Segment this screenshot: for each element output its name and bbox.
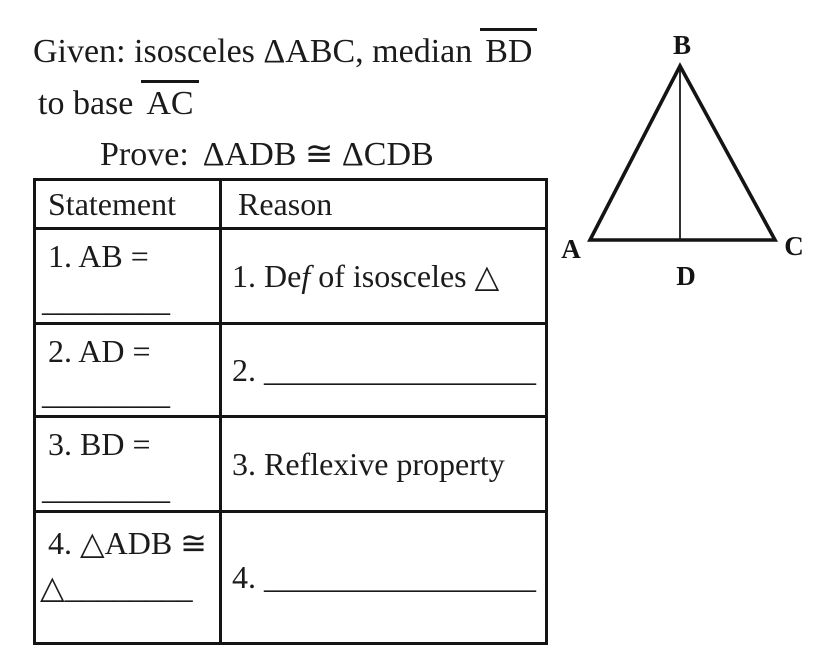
statement-cell-1: 1. AB = ________ — [36, 230, 219, 322]
segment-ac-overline: AC — [141, 80, 199, 124]
statement-column-header: Statement — [36, 181, 219, 227]
reason-cell-2: 2. _________________ — [222, 325, 545, 415]
vertex-label-a: A — [561, 234, 581, 264]
vertex-label-d: D — [676, 261, 696, 291]
vertex-label-c: C — [784, 231, 804, 261]
given-text: Given: isosceles ΔABC, median — [33, 33, 473, 70]
reason-2-blank: 2. _________________ — [232, 351, 536, 388]
statement-4-text: 4. △ADB ≅ — [48, 525, 207, 561]
statement-4-blank: △________ — [40, 569, 193, 605]
statement-2-text: 2. AD = — [48, 333, 151, 369]
statement-1-text: 1. AB = — [48, 238, 149, 274]
reason-header-label: Reason — [238, 185, 333, 222]
reason-1-text: 1. Def of isosceles △ — [232, 258, 500, 294]
statement-cell-3: 3. BD = ________ — [36, 418, 219, 510]
prove-line: Prove: ΔADB ≅ ΔCDB — [100, 133, 434, 177]
statement-header-label: Statement — [48, 185, 176, 222]
reason-4-blank: 4. _________________ — [232, 559, 536, 595]
statement-3-text: 3. BD = — [48, 426, 151, 462]
statement-cell-2: 2. AD = ________ — [36, 325, 219, 415]
segment-bd-overline: BD — [480, 28, 538, 72]
proof-table: Statement Reason 1. AB = ________ 1. Def… — [33, 178, 548, 645]
reason-cell-4: 4. _________________ — [222, 513, 545, 642]
statement-1-blank: ________ — [42, 282, 170, 318]
statement-cell-4: 4. △ADB ≅ △________ — [36, 513, 219, 642]
vertex-label-b: B — [673, 30, 691, 60]
statement-3-blank: ________ — [42, 470, 170, 506]
statement-2-blank: ________ — [42, 375, 170, 411]
triangle-figure: A B C D — [561, 30, 804, 291]
reason-3-text: 3. Reflexive property — [232, 445, 505, 482]
triangle-abc-outline — [587, 62, 779, 242]
prove-statement: ΔADB ≅ ΔCDB — [202, 136, 434, 173]
reason-column-header: Reason — [222, 181, 545, 227]
base-text: to base — [38, 85, 134, 122]
reason-cell-1: 1. Def of isosceles △ — [222, 230, 545, 322]
prove-label: Prove: — [100, 136, 189, 173]
reason-cell-3: 3. Reflexive property — [222, 418, 545, 510]
